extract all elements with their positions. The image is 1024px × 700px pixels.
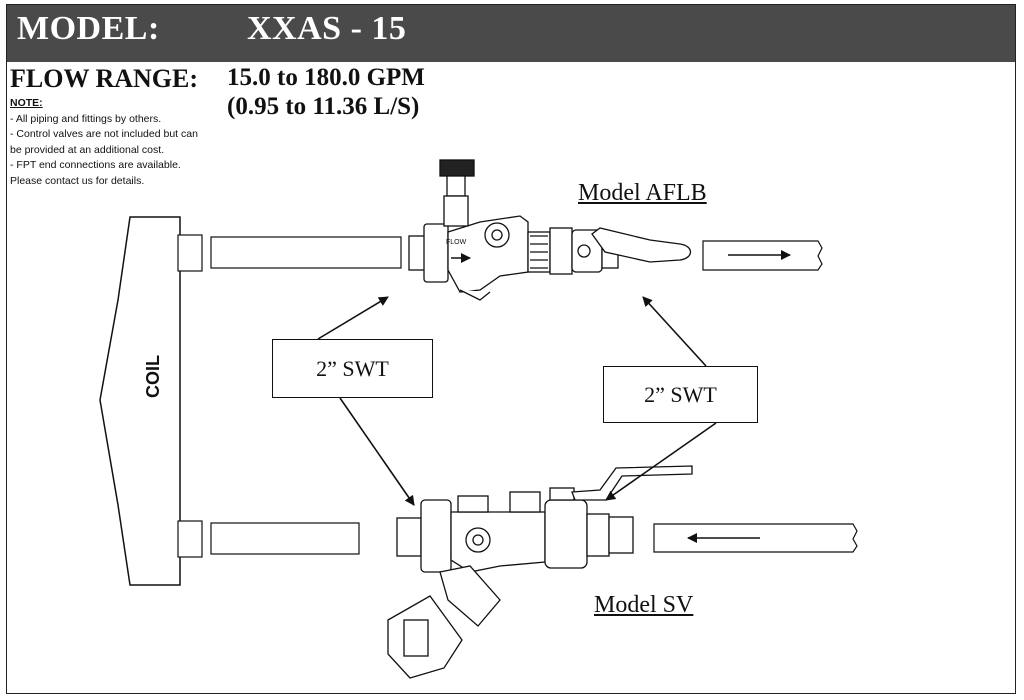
swt-callout-right: 2” SWT [603, 366, 758, 423]
flow-range-gpm: 15.0 to 180.0 GPM [227, 64, 425, 91]
aflb-valve-assembly [408, 159, 692, 301]
note-line: be provided at an additional cost. [10, 143, 165, 156]
note-line: Please contact us for details. [10, 174, 145, 187]
flow-tag: FLOW [446, 239, 467, 246]
model-value: XXAS - 15 [247, 10, 407, 47]
coil-shape [99, 216, 181, 586]
pipe-bottom-left [210, 522, 360, 555]
flow-range-label: FLOW RANGE: [10, 64, 199, 93]
model-sv-caption: Model SV [594, 592, 694, 618]
pipe-top-left [210, 236, 402, 269]
callout-arrow-right-aflb [642, 296, 707, 367]
model-aflb-caption: Model AFLB [578, 180, 707, 206]
coil-label: COIL [143, 355, 163, 398]
flow-range-ls: (0.95 to 11.36 L/S) [227, 93, 420, 120]
swt-callout-left: 2” SWT [272, 339, 433, 398]
coil-stub-bottom [177, 520, 203, 558]
notes-title: NOTE: [10, 97, 43, 109]
notes-block: NOTE: - All piping and fittings by other… [10, 96, 198, 189]
callout-arrow-left-aflb [317, 296, 389, 340]
callout-arrow-left-sv [339, 397, 415, 506]
note-line: - FPT end connections are available. [10, 159, 181, 171]
callout-arrow-right-sv [605, 422, 717, 501]
model-label: MODEL: [17, 10, 160, 47]
coil-stub-top [177, 234, 203, 272]
header-bar: MODEL: XXAS - 15 [7, 5, 1015, 62]
note-line: - Control valves are not included but ca… [10, 128, 198, 140]
sv-valve-assembly [387, 465, 693, 679]
note-line: - All piping and fittings by others. [10, 112, 162, 125]
